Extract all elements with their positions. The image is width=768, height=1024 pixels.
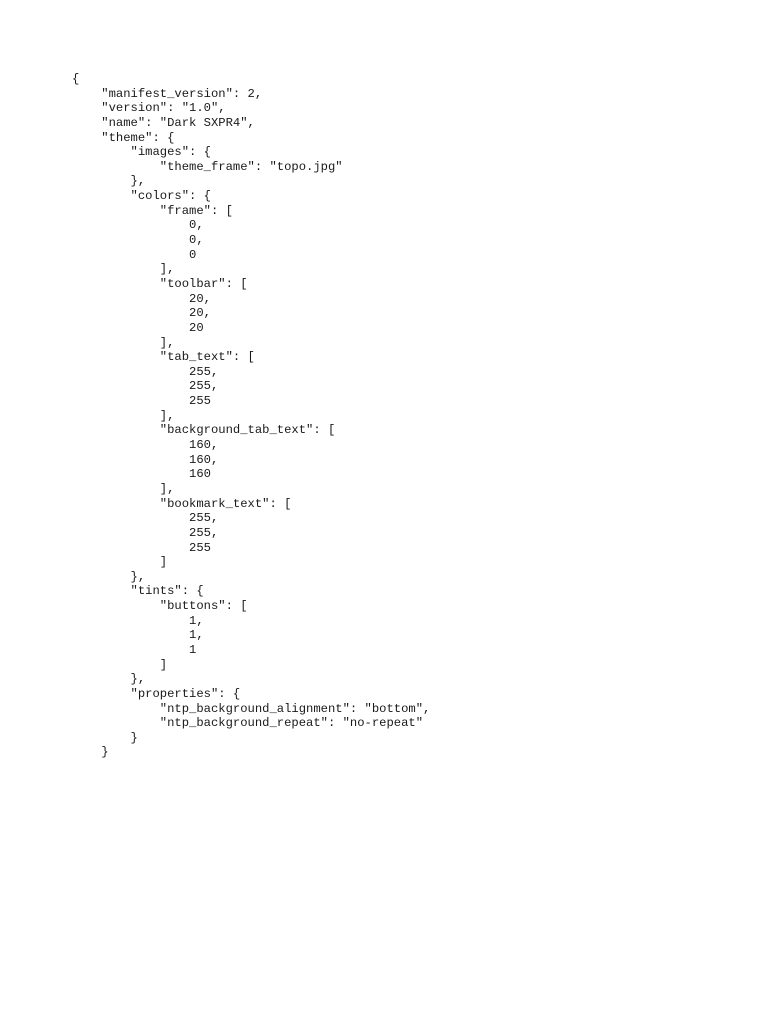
code-line: "colors": { (72, 189, 211, 204)
code-line: { (72, 72, 80, 86)
code-line: } (72, 730, 138, 745)
code-line: "toolbar": [ (72, 276, 248, 291)
code-line: ], (72, 408, 175, 423)
code-line: "tab_text": [ (72, 350, 255, 365)
code-line: 0, (72, 233, 204, 248)
code-line: "frame": [ (72, 203, 233, 218)
code-line: 255 (72, 394, 211, 409)
json-code-block: { "manifest_version": 2, "version": "1.0… (72, 72, 430, 760)
code-line: 20 (72, 320, 204, 335)
code-line: ] (72, 657, 168, 672)
code-line: 255, (72, 511, 219, 526)
code-line: 1 (72, 642, 197, 657)
code-line: 255, (72, 379, 219, 394)
code-line: "name": "Dark SXPR4", (72, 115, 255, 130)
code-line: "theme_frame": "topo.jpg" (72, 159, 343, 174)
code-line: "images": { (72, 145, 211, 160)
code-line: ], (72, 335, 175, 350)
code-line: 0 (72, 247, 197, 262)
code-line: "buttons": [ (72, 599, 248, 614)
code-line: 160, (72, 438, 219, 453)
code-line: 1, (72, 613, 204, 628)
code-line: "ntp_background_alignment": "bottom", (72, 701, 431, 716)
code-line: "ntp_background_repeat": "no-repeat" (72, 716, 424, 731)
code-line: 160, (72, 452, 219, 467)
code-line: 1, (72, 628, 204, 643)
code-line: ], (72, 262, 175, 277)
code-line: 20, (72, 291, 211, 306)
code-line: 255 (72, 540, 211, 555)
code-line: "background_tab_text": [ (72, 423, 336, 438)
code-line: }, (72, 174, 146, 189)
code-line: } (72, 745, 109, 760)
code-line: 0, (72, 218, 204, 233)
code-line: ] (72, 555, 168, 570)
code-line: ], (72, 481, 175, 496)
code-line: "properties": { (72, 686, 241, 701)
code-line: "manifest_version": 2, (72, 86, 263, 101)
code-line: 255, (72, 525, 219, 540)
code-line: 255, (72, 364, 219, 379)
code-line: }, (72, 569, 146, 584)
code-line: 160 (72, 467, 211, 482)
code-line: }, (72, 672, 146, 687)
code-line: "theme": { (72, 130, 175, 145)
code-line: "bookmark_text": [ (72, 496, 292, 511)
code-line: "version": "1.0", (72, 101, 226, 116)
code-line: 20, (72, 306, 211, 321)
code-line: "tints": { (72, 584, 204, 599)
